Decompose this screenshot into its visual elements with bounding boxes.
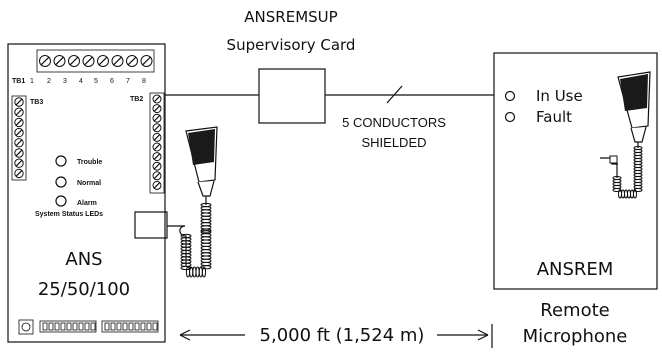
tb1-screw xyxy=(53,55,66,67)
remote-name: ANSREM xyxy=(537,259,614,280)
tb1-number-8: 8 xyxy=(142,78,146,85)
tb2-screw xyxy=(152,132,162,142)
normal-led xyxy=(55,176,67,188)
panel-microphone-icon xyxy=(167,126,218,278)
tb1-screw xyxy=(140,55,153,67)
remote-caption-line1: Remote xyxy=(540,300,609,321)
tb3-screw xyxy=(14,97,24,107)
remote-caption-line2: Microphone xyxy=(523,326,628,347)
cable-label-line2: SHIELDED xyxy=(361,135,426,150)
ans-panel: TB1 1 2 3 4 5 6 7 8 TB3 TB2 Trouble Norm… xyxy=(7,43,168,343)
tb2-screw xyxy=(152,161,162,171)
connector-pin xyxy=(60,322,66,331)
cable-slash-mark xyxy=(386,85,403,104)
tb1-screw xyxy=(68,55,80,67)
connector-pin xyxy=(78,322,84,331)
cable-label-line1: 5 CONDUCTORS xyxy=(342,115,446,130)
tb2-screw xyxy=(152,94,162,104)
tb2-terminal-block xyxy=(149,92,165,194)
tb1-number-7: 7 xyxy=(126,78,130,85)
connector-pin xyxy=(140,322,146,331)
ans-name-line1: ANS xyxy=(65,249,102,270)
wiring xyxy=(165,85,494,104)
tb3-screw xyxy=(14,168,24,179)
connector-pin xyxy=(90,322,96,331)
in-use-label: In Use xyxy=(536,87,583,105)
tb2-screw xyxy=(152,180,162,190)
trouble-led xyxy=(55,155,67,167)
tb1-number-2: 2 xyxy=(47,78,51,85)
tb3-screw xyxy=(14,107,24,117)
coil-loop xyxy=(200,228,212,233)
tb1-number-1: 1 xyxy=(30,78,34,85)
fault-indicator xyxy=(504,111,516,123)
connector-pin xyxy=(146,322,152,331)
tb1-screws xyxy=(39,55,153,67)
coil-loop xyxy=(633,189,637,199)
trouble-led-label: Trouble xyxy=(77,159,102,166)
tb1-screw xyxy=(39,55,51,67)
coil-loop xyxy=(201,266,207,278)
connector-pin xyxy=(72,322,78,331)
tb2-screw xyxy=(152,113,162,123)
distance-label: 5,000 ft (1,524 m) xyxy=(260,325,425,346)
in-use-indicator xyxy=(504,90,516,102)
tb3-screw xyxy=(14,117,24,128)
coil-loop xyxy=(612,188,622,192)
tb1-screw xyxy=(82,55,95,67)
remote-unit-border xyxy=(493,52,658,290)
alarm-led-label: Alarm xyxy=(77,200,97,207)
tb3-screw xyxy=(14,138,24,148)
tb1-screw xyxy=(97,55,109,67)
tb2-screw xyxy=(152,152,162,162)
supervisory-card-title: ANSREMSUP xyxy=(244,8,337,26)
tb1-number-5: 5 xyxy=(94,78,98,85)
connector-pin xyxy=(134,322,140,331)
tb1-label: TB1 xyxy=(12,78,25,85)
connector-pin xyxy=(48,322,54,331)
tb2-screw xyxy=(152,123,162,133)
tb1-terminal-block xyxy=(36,49,155,73)
normal-led-label: Normal xyxy=(77,180,101,187)
tb2-label: TB2 xyxy=(130,96,143,103)
connector-pin xyxy=(110,322,116,331)
remote-microphone-icon xyxy=(600,71,651,199)
remote-unit: In Use Fault ANSREM xyxy=(493,52,658,290)
connector-pin xyxy=(104,322,110,331)
tb1-number-4: 4 xyxy=(79,78,83,85)
tb1-screw xyxy=(111,55,124,67)
tb2-screw xyxy=(152,171,162,181)
supervisory-card-subtitle: Supervisory Card xyxy=(227,36,356,54)
tb3-terminal-block xyxy=(11,95,27,181)
distance-dimension: 5,000 ft (1,524 m) xyxy=(179,324,493,348)
tb1-number-6: 6 xyxy=(110,78,114,85)
bottom-connectors xyxy=(18,319,159,335)
connector-pin xyxy=(122,322,128,331)
connector-pin xyxy=(128,322,134,331)
tb3-screw xyxy=(14,158,24,168)
ans-panel-border xyxy=(7,43,166,343)
alarm-led xyxy=(55,195,67,207)
tb3-label: TB3 xyxy=(30,99,43,106)
connector-pin xyxy=(116,322,122,331)
connector-pin xyxy=(54,322,60,331)
mic-jack-box xyxy=(134,211,168,239)
fault-label: Fault xyxy=(536,108,572,126)
coil-loop xyxy=(180,265,192,271)
leds-caption: System Status LEDs xyxy=(35,211,103,218)
tb2-screw xyxy=(152,104,162,114)
tb3-screw xyxy=(14,148,24,158)
connector-pin xyxy=(84,322,90,331)
ans-name-line2: 25/50/100 xyxy=(38,279,130,300)
tb2-screw xyxy=(152,142,162,152)
connector-pin xyxy=(42,322,48,331)
tb3-screw xyxy=(14,127,24,138)
tb1-screw xyxy=(126,55,138,67)
supervisory-card-box xyxy=(258,68,326,124)
connector-pin xyxy=(152,322,158,331)
tb1-number-3: 3 xyxy=(63,78,67,85)
connector-pin xyxy=(66,322,72,331)
